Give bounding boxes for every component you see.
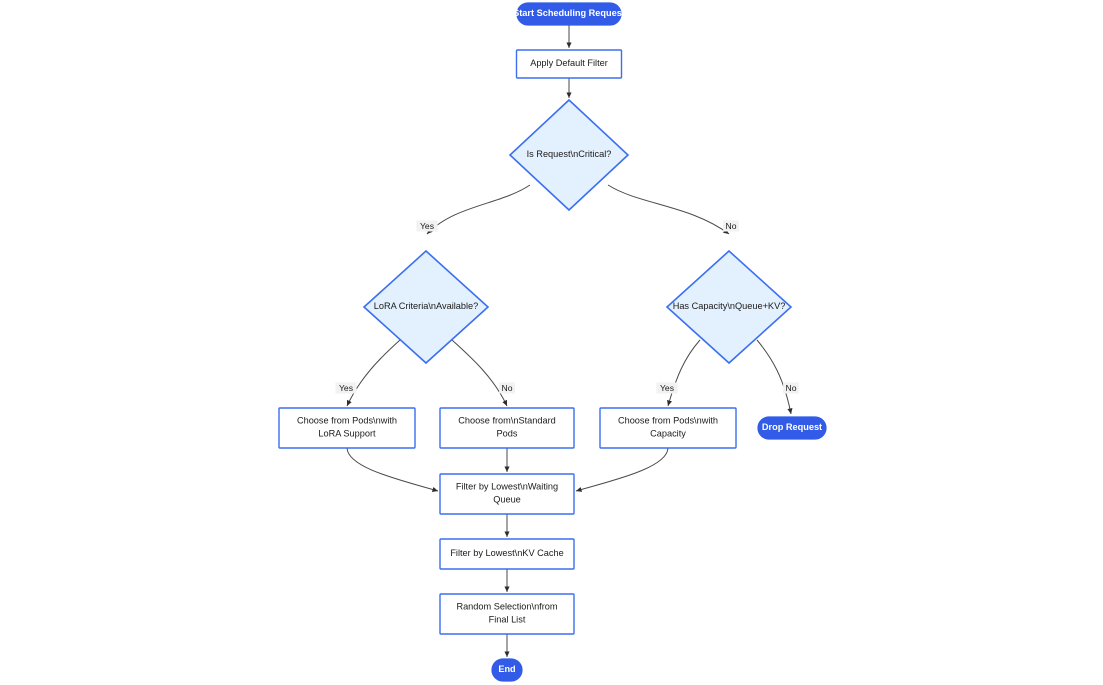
node-shape-rect <box>278 407 416 449</box>
node-shape-rect <box>439 407 575 449</box>
node-label-drop: Drop Request <box>762 422 822 432</box>
edge-label-background <box>416 220 438 232</box>
edge-podscap-filter <box>575 447 669 492</box>
edge-label-background <box>783 382 799 394</box>
edge-label-background <box>656 382 678 394</box>
edge-label-critical-lora: Yes <box>416 220 438 232</box>
node-label-end: End <box>498 664 515 674</box>
node-shape-diamond <box>508 98 630 212</box>
edge-label-text: Yes <box>660 383 674 393</box>
node-label-lora: LoRA Criteria\nAvailable? <box>374 301 479 311</box>
edge-label-lora-podsstd: No <box>499 382 515 394</box>
edge-label-capacity-podscap: Yes <box>656 382 678 394</box>
node-label-start: Start Scheduling Request <box>513 8 625 18</box>
edge-podslora-filter <box>346 447 439 492</box>
node-shape-pill <box>491 658 523 682</box>
node-shape-rect <box>439 593 575 635</box>
edge-capacity-drop <box>756 339 793 415</box>
edge-label-text: No <box>502 383 513 393</box>
node-label-critical: Is Request\nCritical? <box>527 149 612 159</box>
node-label-default: Apply Default Filter <box>530 58 608 68</box>
edge-label-background <box>335 382 357 394</box>
edge-label-text: No <box>786 383 797 393</box>
edge-critical-capacity <box>607 184 730 235</box>
edge-label-text: Yes <box>339 383 353 393</box>
node-shape-rect <box>599 407 737 449</box>
node-start[interactable]: Start Scheduling Request <box>513 2 625 26</box>
node-lora[interactable]: LoRA Criteria\nAvailable? <box>362 249 490 365</box>
node-shape-rect <box>515 49 623 79</box>
node-shape-diamond <box>362 249 490 365</box>
edge-label-background <box>499 382 515 394</box>
node-drop[interactable]: Drop Request <box>757 416 827 440</box>
edges-layer <box>346 25 793 658</box>
node-shape-rect <box>439 538 575 570</box>
edge-label-capacity-drop: No <box>783 382 799 394</box>
edge-label-critical-capacity: No <box>723 220 739 232</box>
edge-lora-podsstd <box>451 339 508 407</box>
node-label-filterkv: Filter by Lowest\nKV Cache <box>450 548 563 558</box>
edge-lora-podslora <box>346 339 401 407</box>
edge-label-lora-podslora: Yes <box>335 382 357 394</box>
edge-critical-lora <box>426 184 531 235</box>
node-critical[interactable]: Is Request\nCritical? <box>508 98 630 212</box>
node-shape-diamond <box>665 249 793 365</box>
node-default[interactable]: Apply Default Filter <box>515 49 623 79</box>
edge-label-text: Yes <box>420 221 434 231</box>
node-shape-pill <box>516 2 622 26</box>
edge-capacity-podscap <box>667 339 701 407</box>
node-shape-pill <box>757 416 827 440</box>
edge-label-text: No <box>726 221 737 231</box>
node-end[interactable]: End <box>491 658 523 682</box>
edge-label-background <box>723 220 739 232</box>
node-label-capacity: Has Capacity\nQueue+KV? <box>673 301 786 311</box>
node-capacity[interactable]: Has Capacity\nQueue+KV? <box>665 249 793 365</box>
node-filterkv[interactable]: Filter by Lowest\nKV Cache <box>439 538 575 570</box>
node-shape-rect <box>439 473 575 515</box>
